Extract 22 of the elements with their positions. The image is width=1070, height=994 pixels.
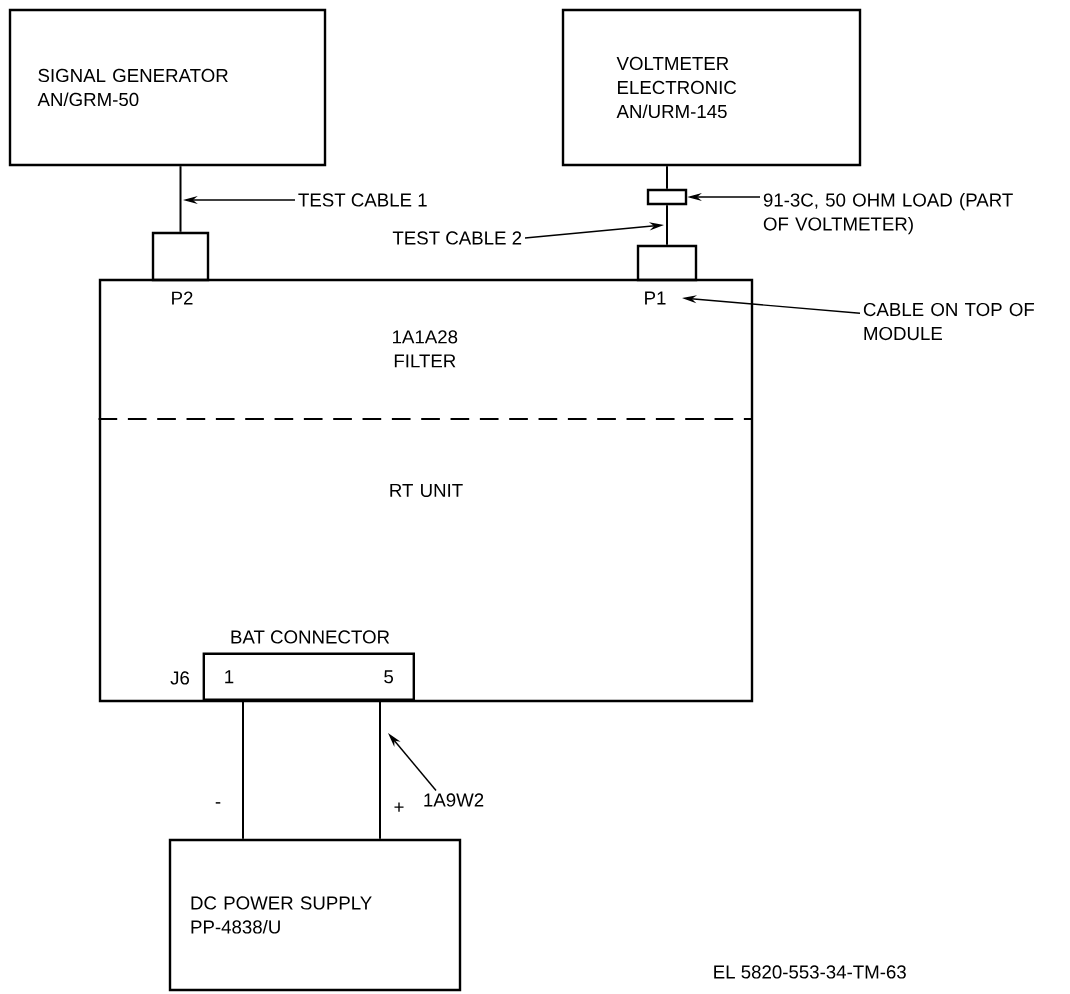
connector-block: 1 5 BAT CONNECTOR (202, 630, 415, 701)
load-resistor (646, 188, 688, 206)
cable (666, 165, 668, 190)
callout-text: TEST CABLE 2 (392, 231, 522, 245)
callout-text: CABLE ON TOP OF MODULE (863, 302, 1035, 341)
cable (666, 204, 668, 246)
instrument-box: SIGNAL GENERATOR AN/GRM-50 (8, 8, 327, 167)
callout-text: 91-3C, 50 OHM LOAD (PART OF VOLTMETER) (763, 192, 1013, 235)
instrument-box: VOLTMETER ELECTRONIC AN/URM-145 (561, 8, 862, 167)
power-supply-box: DC POWER SUPPLY PP-4838/U (168, 838, 462, 992)
wire (379, 700, 381, 840)
cable (179, 165, 182, 233)
filter-section: 1A1A28 FILTER (97, 330, 753, 421)
pin-label: P2 (172, 291, 193, 305)
polarity-label: + (392, 801, 406, 815)
wire (242, 700, 244, 840)
polarity-label: - (213, 800, 223, 810)
callout-text: TEST CABLE 1 (298, 193, 427, 207)
figure-number: EL 5820-553-34-TM-63 (714, 965, 906, 979)
callout-text: 1A9W2 (424, 793, 484, 807)
pin-label: J6 (170, 671, 190, 685)
pin-label: P1 (645, 291, 666, 305)
